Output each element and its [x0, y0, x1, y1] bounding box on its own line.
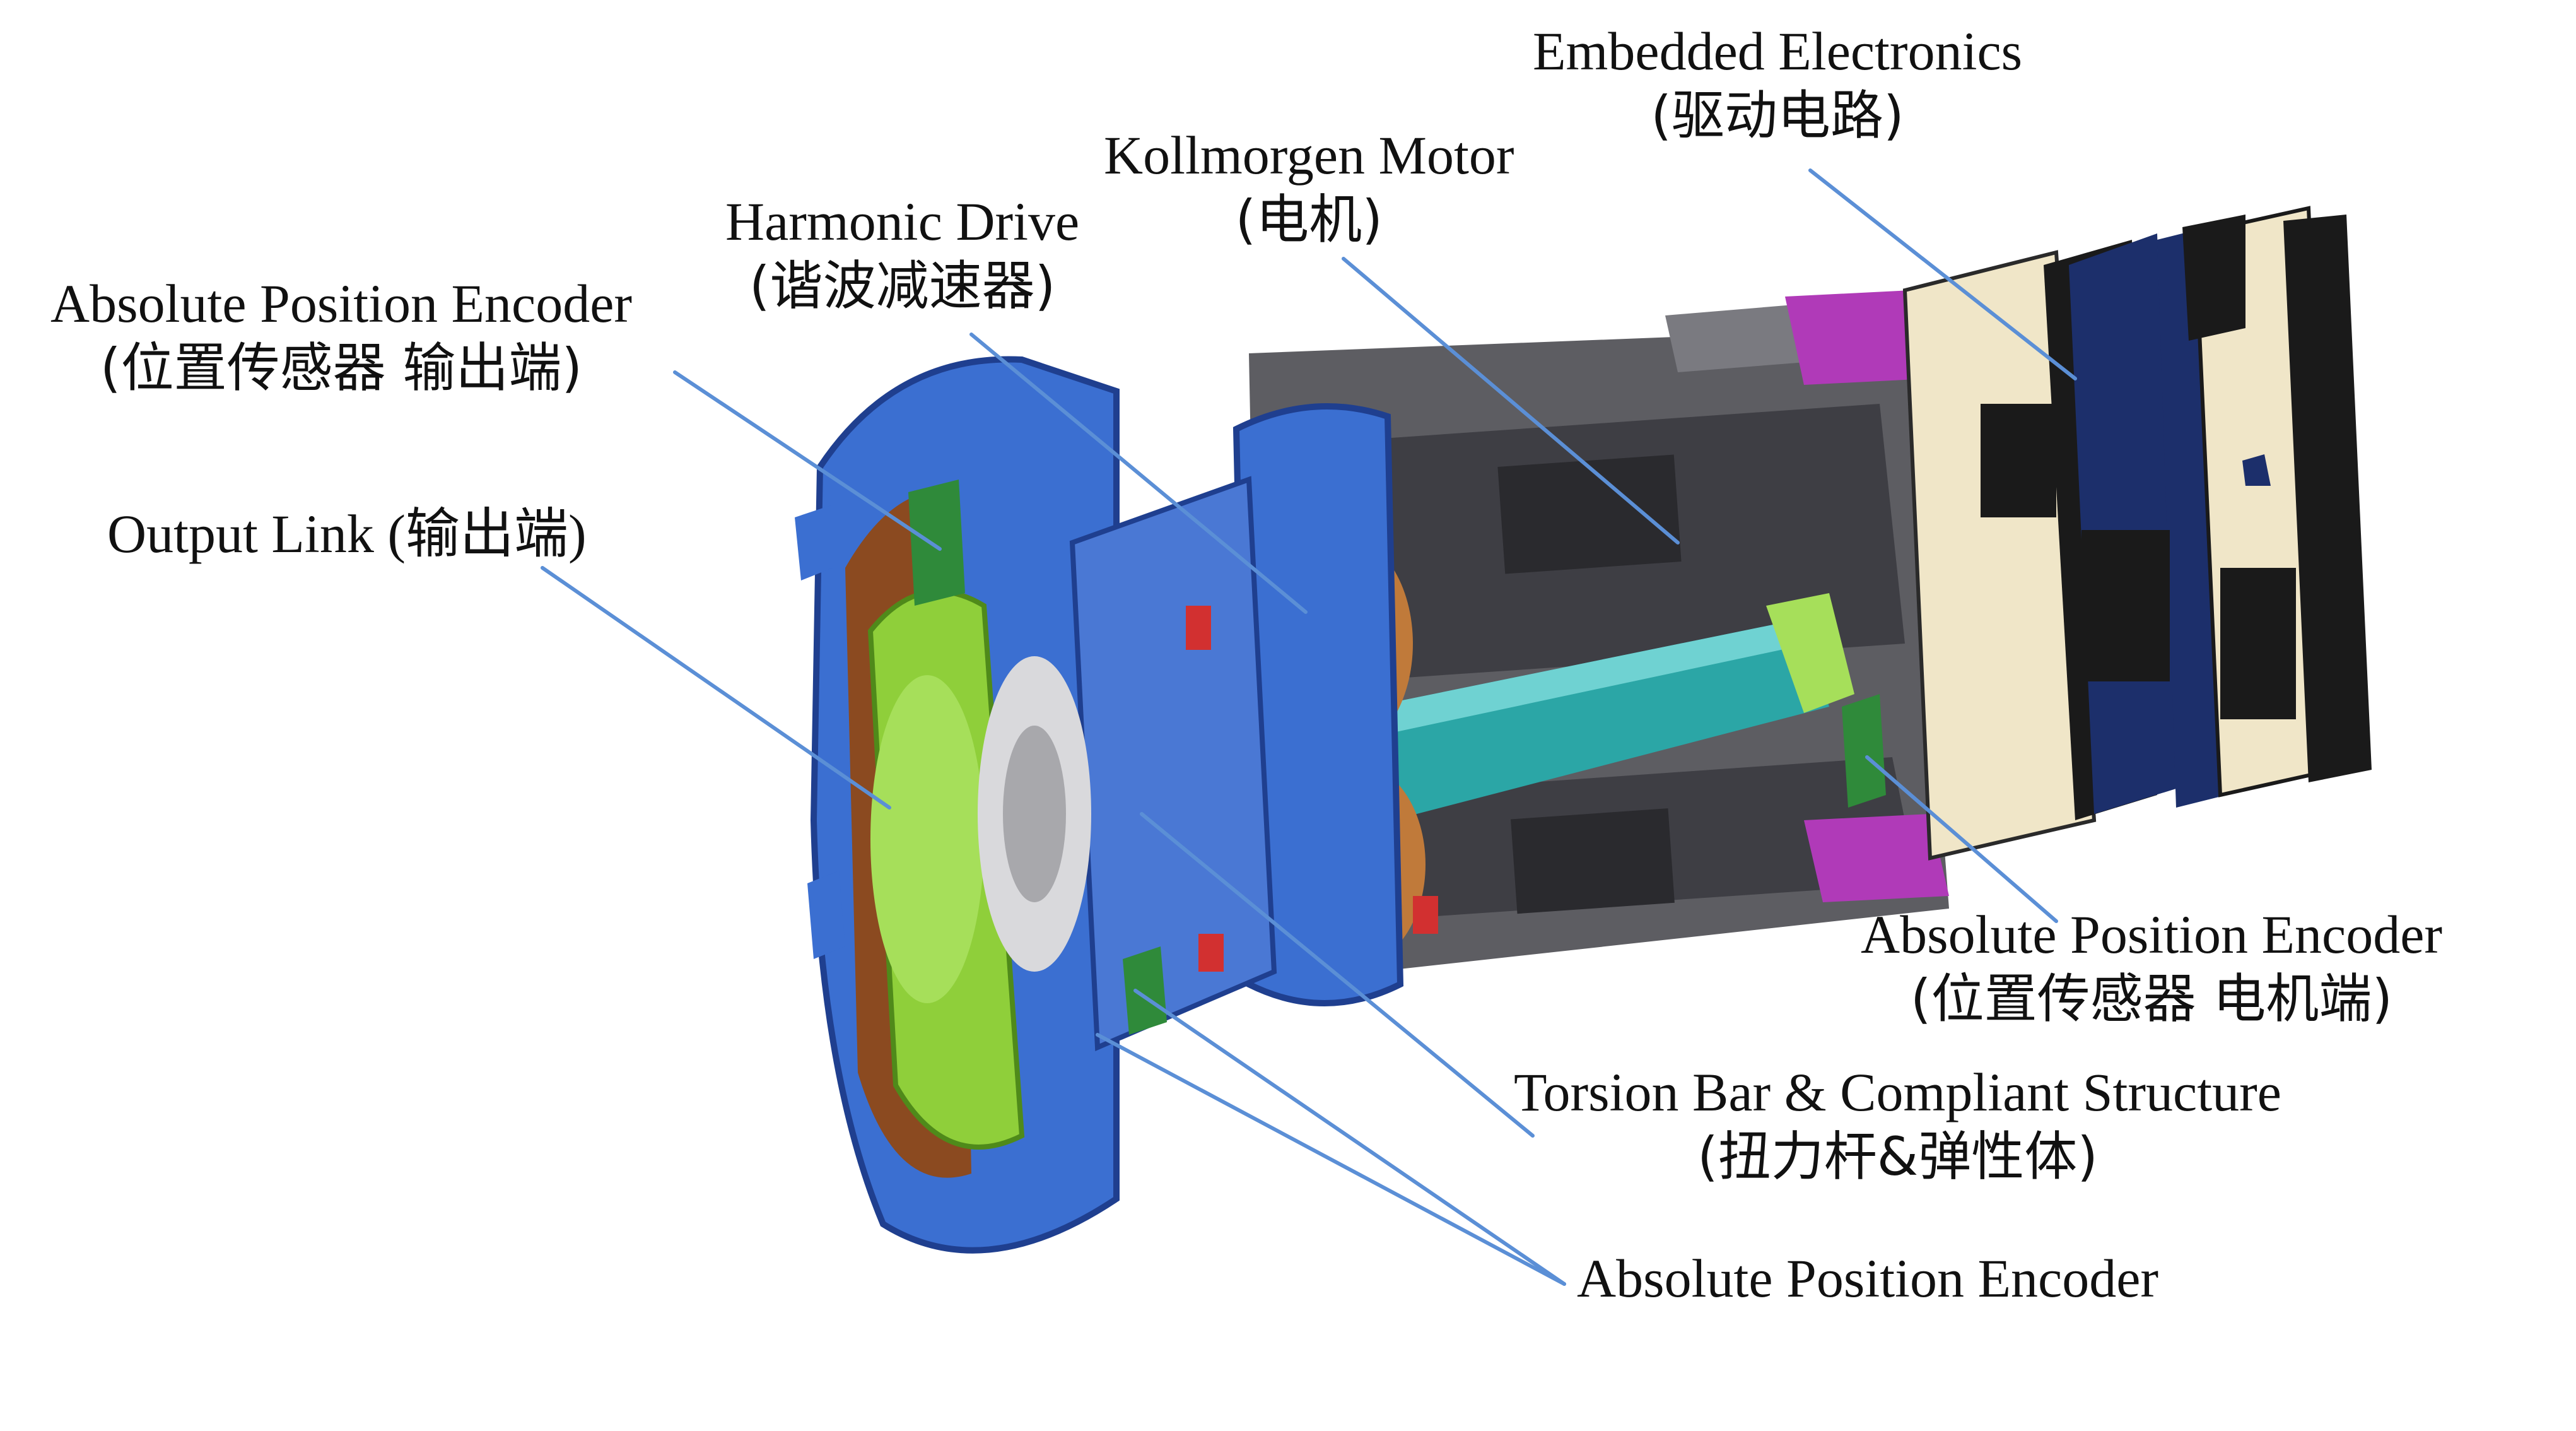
label-harmonic-drive-cn: (谐波减速器) [749, 255, 1056, 317]
embedded-electronics-boards [1902, 206, 2372, 861]
label-torsion-bar-en: Torsion Bar & Compliant Structure [1514, 1062, 2281, 1122]
label-embedded-electronics: Embedded Electronics (驱动电路) [1533, 19, 2022, 148]
label-abs-encoder-motor-cn: (位置传感器 电机端) [1910, 968, 2393, 1030]
label-embedded-electronics-cn: (驱动电路) [1651, 85, 1904, 147]
label-abs-encoder-output-cn: (位置传感器 输出端) [100, 337, 583, 399]
label-kollmorgen-motor: Kollmorgen Motor (电机) [1104, 123, 1514, 252]
leader-abs-encoder-bottom-b [1096, 1033, 1566, 1286]
label-embedded-electronics-en: Embedded Electronics [1533, 21, 2023, 81]
output-link-green [867, 589, 1091, 1150]
label-abs-encoder-bottom-en: Absolute Position Encoder [1577, 1248, 2159, 1309]
label-kollmorgen-motor-en: Kollmorgen Motor [1104, 125, 1514, 186]
leader-lines [541, 168, 2077, 1286]
label-abs-encoder-motor-en: Absolute Position Encoder [1861, 904, 2443, 965]
label-torsion-bar-cn: (扭力杆&弹性体) [1697, 1126, 2098, 1188]
label-abs-encoder-output-en: Absolute Position Encoder [50, 273, 633, 334]
label-output-link-en: Output Link (输出端) [107, 504, 587, 564]
leader-torsion-bar [1140, 812, 1535, 1138]
leader-output-link [541, 566, 891, 810]
encoder-boards [908, 480, 1886, 1035]
label-kollmorgen-motor-cn: (电机) [1235, 189, 1383, 251]
label-abs-encoder-bottom: Absolute Position Encoder [1577, 1246, 2158, 1311]
leader-harmonic-drive [969, 333, 1308, 614]
label-output-link: Output Link (输出端) [107, 502, 587, 567]
label-harmonic-drive: Harmonic Drive (谐波减速器) [725, 189, 1079, 318]
motor-end-rings [1785, 290, 1949, 902]
leader-kollmorgen-motor [1342, 257, 1680, 545]
leader-abs-encoder-output [673, 370, 942, 551]
leader-abs-encoder-motor [1865, 755, 2058, 923]
label-abs-encoder-motor: Absolute Position Encoder (位置传感器 电机端) [1861, 902, 2442, 1031]
label-abs-encoder-output: Absolute Position Encoder (位置传感器 输出端) [50, 271, 632, 400]
label-torsion-bar: Torsion Bar & Compliant Structure (扭力杆&弹… [1514, 1060, 2281, 1189]
label-harmonic-drive-en: Harmonic Drive [725, 191, 1080, 252]
motor-housing [1249, 297, 1949, 984]
leader-embedded-electronics [1808, 168, 2077, 380]
leader-abs-encoder-bottom-a [1133, 989, 1566, 1286]
